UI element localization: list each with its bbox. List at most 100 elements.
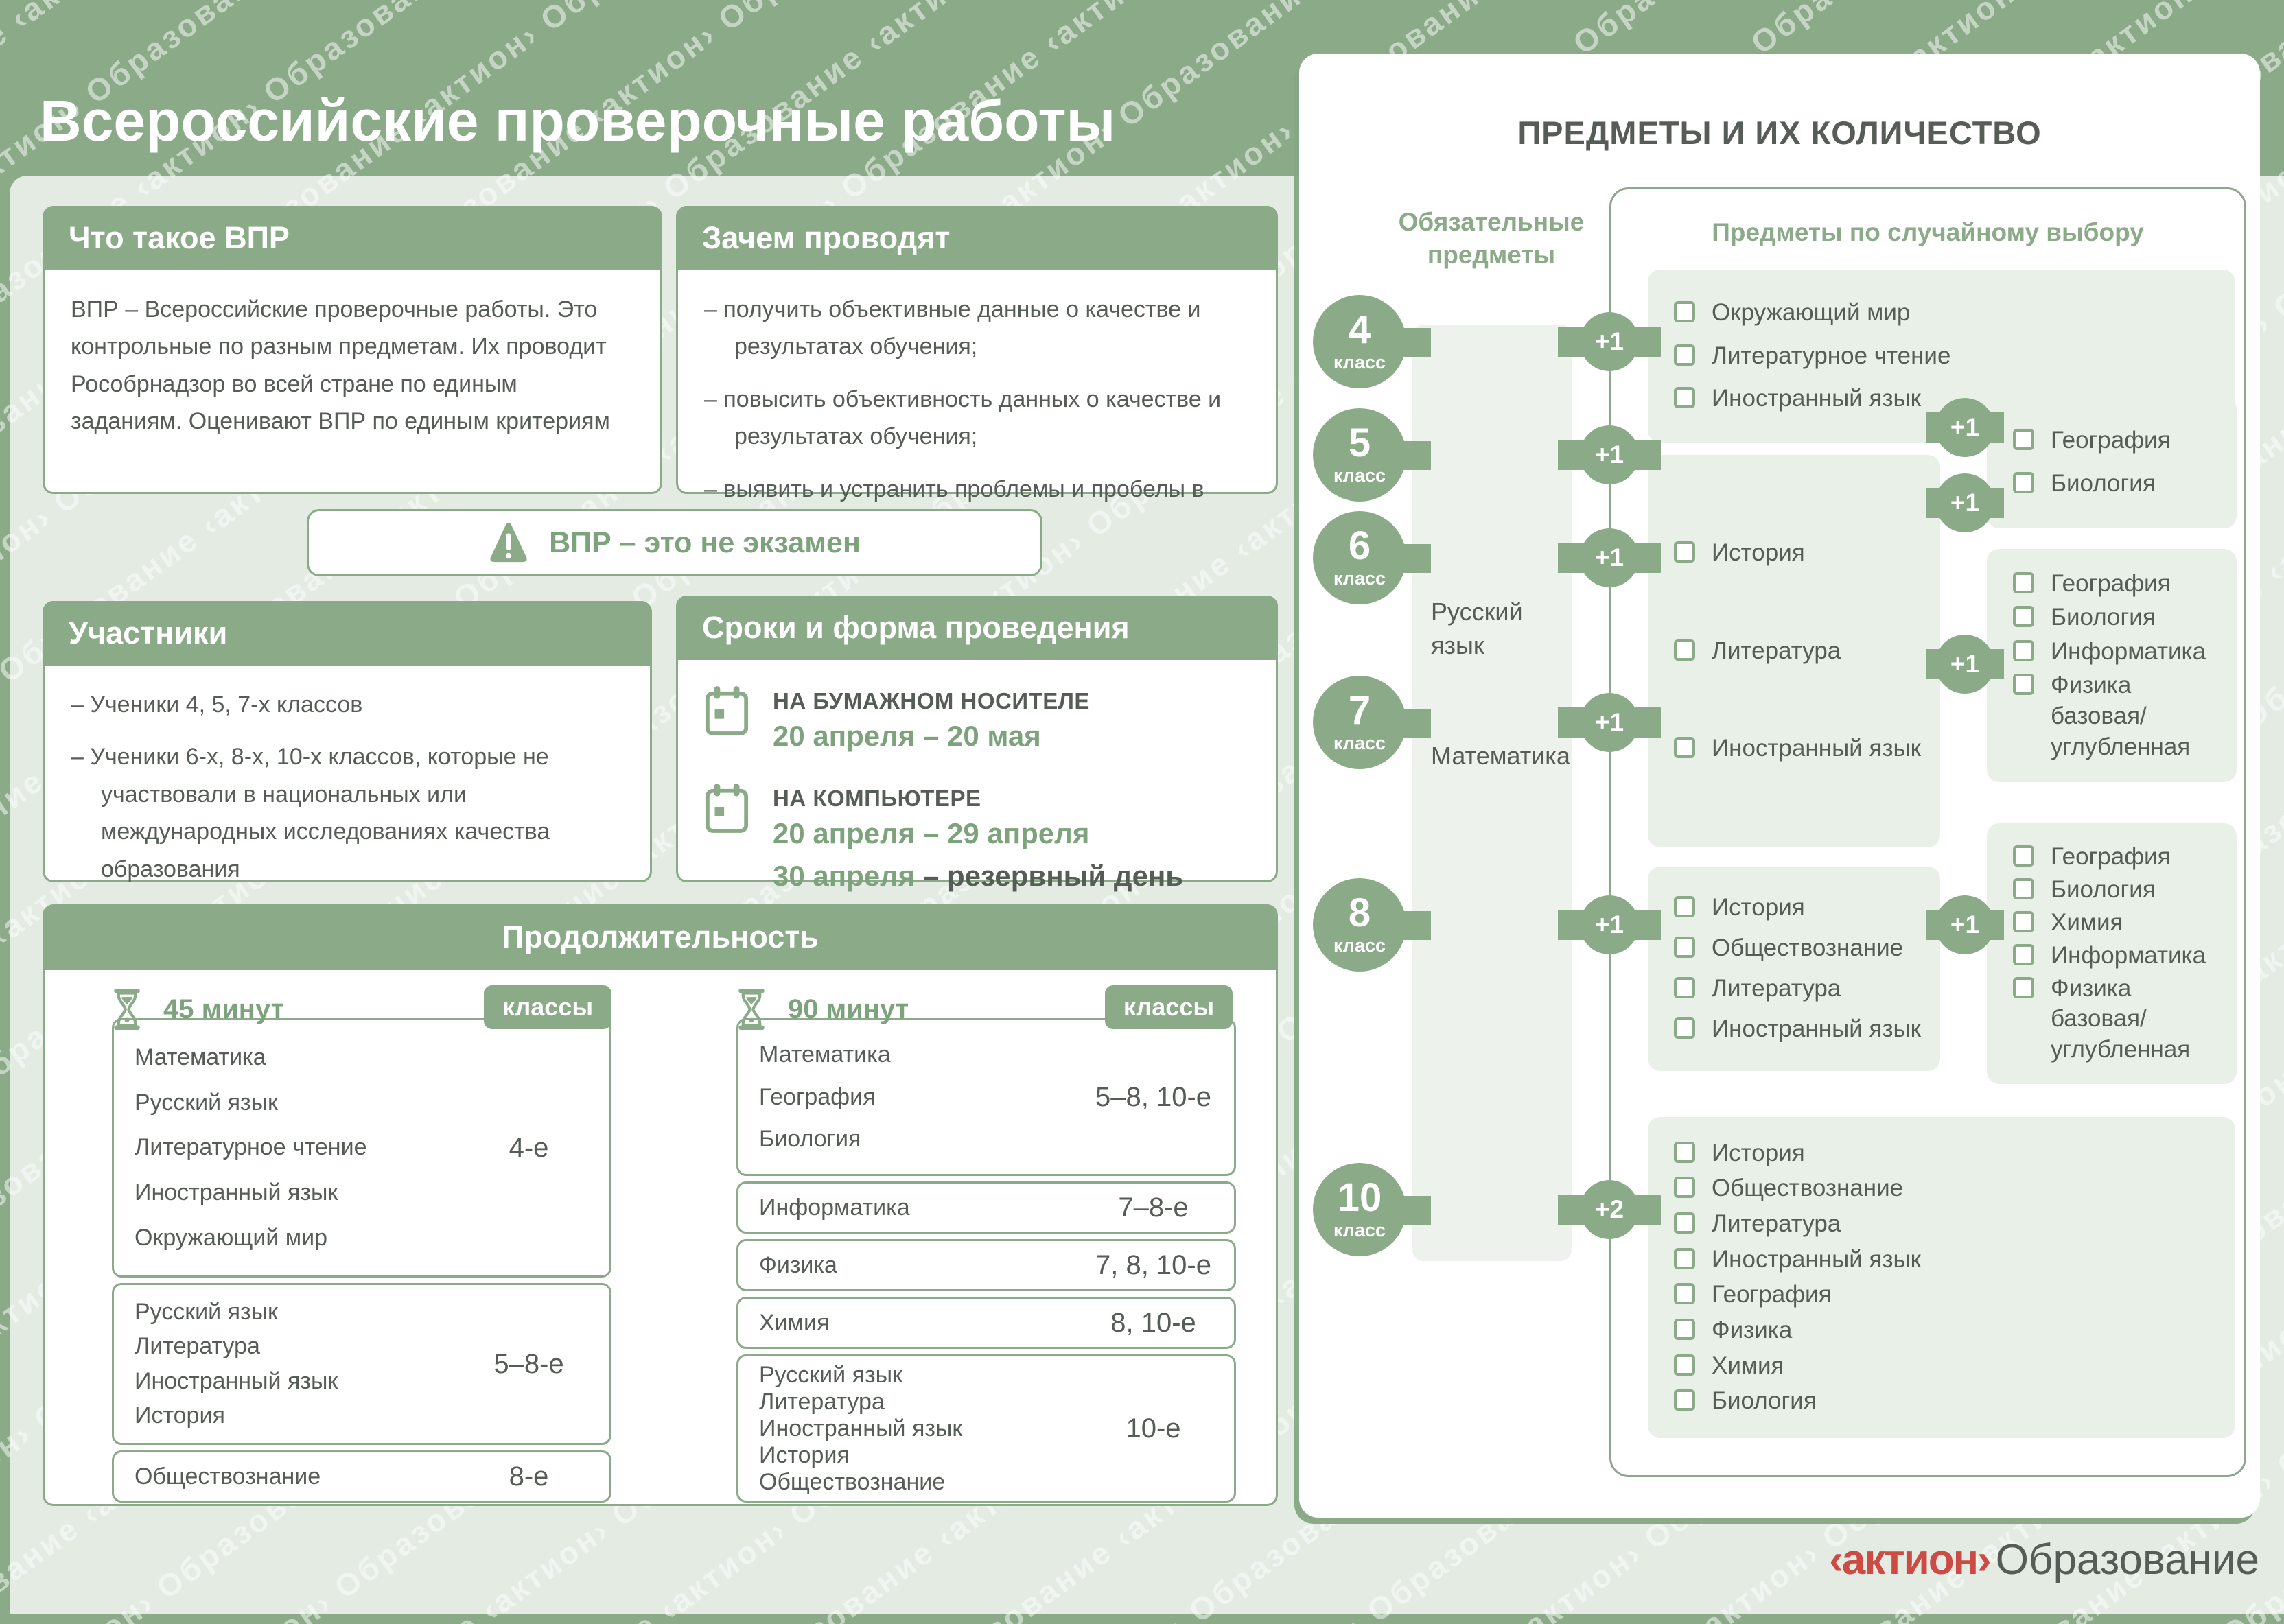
checkbox-icon (1674, 937, 1695, 958)
subject-option: Обществознание (1674, 933, 1928, 964)
checkbox-icon (2013, 429, 2034, 451)
warning-triangle-icon (489, 521, 528, 565)
subject-option: Информатика (2013, 941, 2224, 972)
classes-value: 8-е (509, 1461, 549, 1492)
subject-option: География (2013, 425, 2224, 456)
subject-item: Иностранный язык (135, 1179, 338, 1206)
subject-list: Химия (759, 1304, 1080, 1341)
subject-option: Иностранный язык (1674, 1245, 2223, 1275)
plus-badge-grade6: +1 (1558, 528, 1661, 587)
calendar-icon (704, 685, 749, 737)
duration-header: Продолжительность (43, 904, 1278, 970)
subject-option: Биология (1674, 1386, 2223, 1417)
plus-badge-right-6: +1 (1926, 473, 2004, 532)
page-title: Всероссийские проверочные работы (40, 89, 1116, 154)
checkbox-icon (1674, 639, 1695, 661)
grade-bubble-6: 6 класс (1313, 511, 1431, 604)
checkbox-icon (1674, 1177, 1695, 1199)
subject-option: История (1674, 1138, 2223, 1169)
random-subjects-label: Предметы по случайному выбору (1712, 218, 2144, 246)
mandatory-subject-russian: Русский язык (1431, 598, 1523, 659)
what-is-vpr-header: Что такое ВПР (43, 206, 662, 270)
subject-list: Физика (759, 1247, 1080, 1284)
subject-item: Иностранный язык (135, 1367, 338, 1394)
participants-list: – Ученики 4, 5, 7-х классов– Ученики 6-х… (71, 686, 624, 888)
time-45-label: 45 минут (163, 993, 285, 1024)
duration-table-90-2: Информатика 7–8-е (736, 1181, 1236, 1234)
duration-table-90-3: Физика 7, 8, 10-е (736, 1239, 1236, 1291)
checkbox-icon (1674, 736, 1695, 758)
grade-bubble-5: 5 класс (1313, 408, 1431, 502)
why-list-item: – получить объективные данные о качестве… (704, 296, 1201, 360)
subject-option: Окружающий мир (1674, 298, 2223, 329)
subject-option: География (1674, 1280, 2223, 1310)
mandatory-subject-math: Математика (1431, 742, 1570, 770)
subject-item: Литература (759, 1389, 885, 1415)
subject-list: Обществознание (135, 1458, 455, 1495)
checkbox-icon (1674, 1247, 1695, 1269)
checkbox-icon (2013, 572, 2034, 593)
subject-option: История (1674, 893, 1928, 923)
what-is-vpr-box: Что такое ВПР ВПР – Всероссийские провер… (43, 206, 662, 494)
subjects-box-grade8: История Обществознание Литература Иностр… (1648, 867, 1940, 1071)
subject-item: Химия (759, 1309, 830, 1336)
plus-badge-grade8: +1 (1558, 895, 1661, 954)
why-header: Зачем проводят (676, 206, 1278, 270)
participants-box: Участники – Ученики 4, 5, 7-х классов– У… (43, 601, 652, 882)
checkbox-icon (1674, 386, 1695, 408)
subjects-panel: ПРЕДМЕТЫ И ИХ КОЛИЧЕСТВО Обязательные пр… (1299, 54, 2260, 1518)
subject-option: Иностранный язык (1674, 1014, 1928, 1045)
subject-option: Иностранный язык (1674, 384, 2223, 414)
checkbox-icon (1674, 1354, 1695, 1376)
checkbox-icon (1674, 1212, 1695, 1234)
checkbox-icon (1674, 301, 1695, 323)
subjects-box-grade10: История Обществознание Литература Иностр… (1648, 1117, 2235, 1438)
subject-option: Литературное чтение (1674, 341, 2223, 372)
subject-item: Математика (759, 1041, 891, 1068)
subject-item: Окружающий мир (135, 1225, 328, 1251)
hourglass-icon (110, 988, 144, 1031)
checkbox-icon (1674, 1283, 1695, 1305)
subject-option: Иностранный язык (1674, 733, 1928, 764)
subject-option: Литература (1674, 636, 1928, 667)
plus-badge-grade10: +2 (1558, 1180, 1661, 1239)
subject-item: Литература (135, 1333, 260, 1360)
warning-text: ВПР – это не экзамен (549, 526, 861, 559)
plus-badge-grade4: +1 (1558, 312, 1661, 371)
checkbox-icon (2013, 673, 2034, 695)
subject-item: История (135, 1402, 225, 1429)
subject-option: Химия (2013, 908, 2224, 939)
classes-value: 5–8, 10-е (1095, 1081, 1212, 1112)
subject-option: Биология (2013, 469, 2224, 499)
subject-option: Биология (2013, 602, 2224, 633)
classes-value: 7, 8, 10-е (1095, 1249, 1211, 1280)
checkbox-icon (1674, 977, 1695, 999)
checkbox-icon (2013, 976, 2034, 998)
classes-value: 5–8-е (493, 1348, 564, 1379)
plus-badge-right-5: +1 (1926, 398, 2004, 457)
participants-list-item: – Ученики 4, 5, 7-х классов (71, 692, 363, 718)
why-list-item: – повысить объективность данных о качест… (704, 386, 1222, 450)
subject-option: Литература (1674, 974, 1928, 1004)
subject-option: Обществознание (1674, 1173, 2223, 1204)
subject-option: География (2013, 569, 2224, 600)
subject-item: Биология (759, 1126, 861, 1153)
subject-item: Обществознание (759, 1469, 946, 1495)
classes-value: 4-е (509, 1132, 549, 1163)
plus-badge-right-7: +1 (1926, 635, 2004, 694)
subject-item: География (759, 1083, 876, 1110)
subjects-panel-title: ПРЕДМЕТЫ И ИХ КОЛИЧЕСТВО (1517, 115, 2042, 151)
aktion-logo-text: ‹актион› (1829, 1536, 1992, 1584)
duration-table-90-4: Химия 8, 10-е (736, 1297, 1236, 1349)
calendar-icon (704, 782, 749, 834)
subject-item: Русский язык (135, 1089, 278, 1116)
paper-dates: 20 апреля – 20 мая (773, 719, 1041, 752)
plus-badge-grade7: +1 (1558, 693, 1661, 752)
mandatory-subjects-column (1412, 325, 1572, 1261)
subject-option: Физика базовая/ углубленная (2013, 670, 2224, 762)
checkbox-icon (1674, 344, 1695, 366)
